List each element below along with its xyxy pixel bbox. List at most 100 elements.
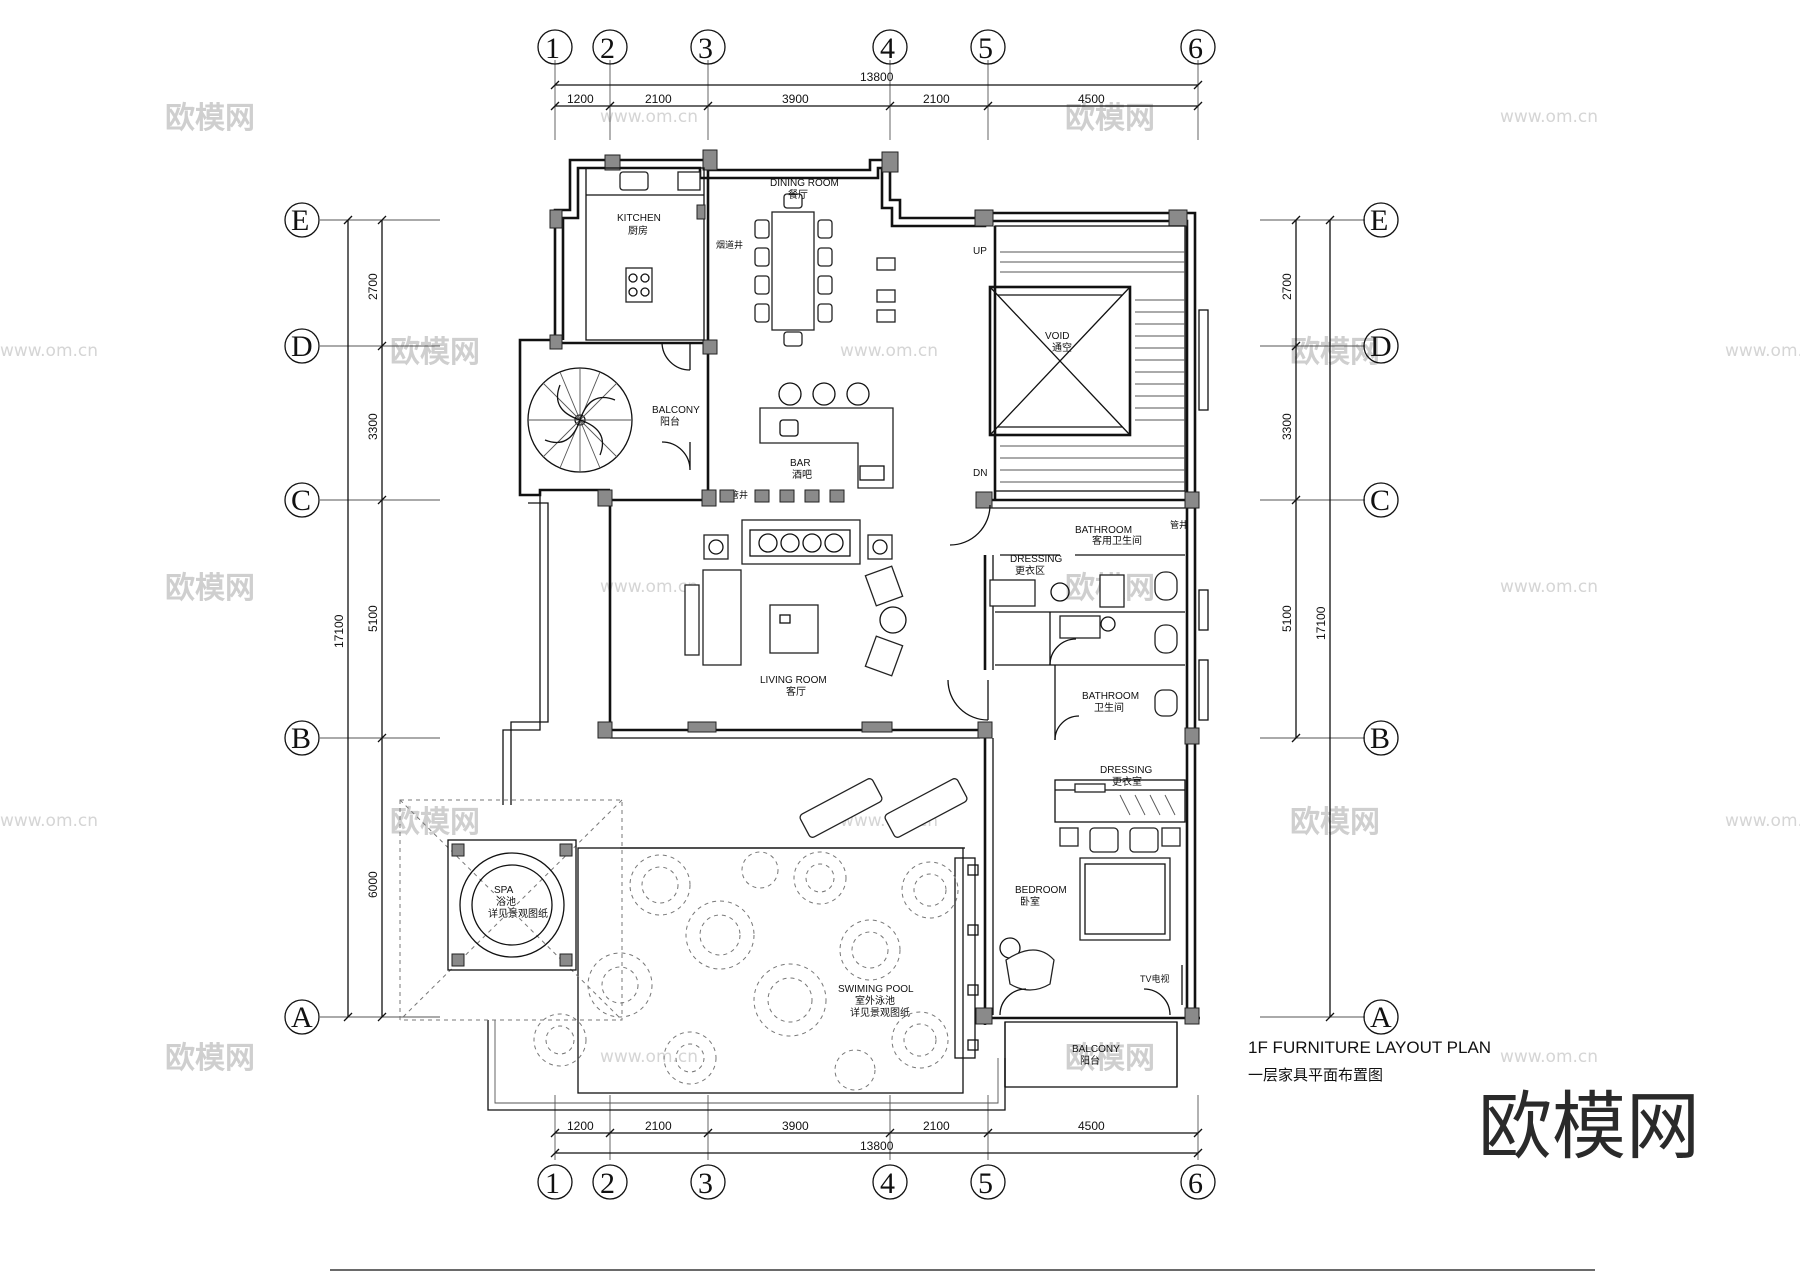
room-label-living: LIVING ROOM xyxy=(760,675,827,686)
room-label-living-zh: 客厅 xyxy=(786,685,806,698)
watermark-text: 欧模网 xyxy=(390,335,480,370)
room-label-balcony-west-zh: 阳台 xyxy=(660,415,680,428)
room-label-bathroom-public: BATHROOM xyxy=(1075,525,1132,536)
grid-label-row-D: D xyxy=(291,330,313,363)
grid-label-row-D: D xyxy=(1370,330,1392,363)
dimension-right: 2700 3300 5100 17100 xyxy=(1280,215,1335,1022)
dim-row-3: 5100 xyxy=(366,605,380,632)
watermark-url: www.om.cn xyxy=(840,341,938,361)
grid-label-col-5: 5 xyxy=(978,32,993,65)
room-label-bathroom-public-zh: 客用卫生间 xyxy=(1092,534,1142,547)
dim-row-total: 17100 xyxy=(332,614,346,648)
dining-room: DINING ROOM 餐厅 xyxy=(754,178,896,347)
pool-area: SWIMING POOL 室外泳池 详见景观图纸 SPA 浴池 详见景观图纸 xyxy=(399,799,1006,1111)
label-stair-down: DN xyxy=(973,468,987,479)
bar: BAR 酒吧 管井 xyxy=(719,382,894,503)
watermark-url: www.om.cn xyxy=(1725,341,1800,361)
room-label-dressing-area: DRESSING xyxy=(1010,554,1062,565)
dim-row-3: 5100 xyxy=(1280,605,1294,632)
watermark-url: www.om.cn xyxy=(1500,1047,1598,1067)
grid-label-col-3: 3 xyxy=(698,1167,713,1200)
grid-label-col-1: 1 xyxy=(545,32,560,65)
grid-label-col-4: 4 xyxy=(880,32,895,65)
dim-row-4: 6000 xyxy=(366,871,380,898)
room-label-void-zh: 通空 xyxy=(1052,341,1072,354)
room-label-balcony-south: BALCONY xyxy=(1072,1044,1120,1055)
watermark-text: 欧模网 xyxy=(1290,335,1380,370)
grid-label-row-C: C xyxy=(1370,484,1390,517)
dim-column-3: 3900 xyxy=(782,92,809,106)
room-label-kitchen-zh: 厨房 xyxy=(628,224,648,237)
room-label-dressing-room-zh: 更衣室 xyxy=(1112,775,1142,788)
grid-label-row-E: E xyxy=(291,204,309,237)
grid-bubbles-top: 1 2 3 4 5 6 xyxy=(537,29,1216,65)
watermark-url: www.om.cn xyxy=(0,811,98,831)
dimension-left: 2700 3300 5100 6000 17100 xyxy=(332,215,387,1022)
watermark-url: www.om.cn xyxy=(600,1047,698,1067)
grid-label-col-5: 5 xyxy=(978,1167,993,1200)
grid-label-row-A: A xyxy=(291,1001,313,1034)
watermark-text: 欧模网 xyxy=(1290,805,1380,840)
dimension-top: 1200 2100 3900 2100 4500 13800 xyxy=(550,70,1203,111)
balcony-west: BALCONY 阳台 xyxy=(527,341,700,473)
watermark-url: www.om.cn xyxy=(1500,107,1598,127)
dim-column-5: 4500 xyxy=(1078,1119,1105,1133)
grid-label-row-A: A xyxy=(1370,1001,1392,1034)
title-block: 1F FURNITURE LAYOUT PLAN 一层家具平面布置图 欧模网 xyxy=(330,1038,1700,1271)
room-label-spa: SPA xyxy=(494,885,514,896)
bath-dressing-block: BATHROOM 客用卫生间 DRESSING 更衣区 管井 BATHROOM … xyxy=(989,519,1188,823)
room-label-bedroom: BEDROOM xyxy=(1015,885,1067,896)
watermark-url: www.om.cn xyxy=(1725,811,1800,831)
watermark-url: www.om.cn xyxy=(0,341,98,361)
dim-column-3: 3900 xyxy=(782,1119,809,1133)
dim-row-1: 2700 xyxy=(1280,273,1294,300)
grid-label-col-1: 1 xyxy=(545,1167,560,1200)
grid-bubbles-left: E D C B A xyxy=(284,202,320,1035)
watermark-logo: 欧模网 xyxy=(1478,1084,1700,1170)
watermark-text: 欧模网 xyxy=(165,571,255,606)
room-label-balcony-south-zh: 阳台 xyxy=(1080,1054,1100,1067)
watermark-text: 欧模网 xyxy=(1065,1041,1155,1076)
room-label-bathroom-zh: 卫生间 xyxy=(1094,701,1124,714)
grid-label-row-E: E xyxy=(1370,204,1388,237)
dim-column-total: 13800 xyxy=(860,70,894,84)
room-label-bathroom: BATHROOM xyxy=(1082,691,1139,702)
room-label-pool-zh: 室外泳池 xyxy=(855,994,895,1007)
grid-label-col-3: 3 xyxy=(698,32,713,65)
room-label-balcony-west: BALCONY xyxy=(652,405,700,416)
label-stair-up: UP xyxy=(973,246,987,257)
grid-label-col-4: 4 xyxy=(880,1167,895,1200)
room-label-dining-zh: 餐厅 xyxy=(788,188,808,201)
room-label-kitchen: KITCHEN xyxy=(617,213,661,224)
grid-bubbles-right: E D C B A xyxy=(1363,202,1399,1035)
label-tv: TV电视 xyxy=(1140,973,1170,984)
dim-column-2: 2100 xyxy=(645,92,672,106)
grid-label-row-C: C xyxy=(291,484,311,517)
dim-column-4: 2100 xyxy=(923,92,950,106)
living-room: LIVING ROOM 客厅 xyxy=(684,504,991,721)
room-label-pool-note: 详见景观图纸 xyxy=(850,1006,910,1019)
dim-column-5: 4500 xyxy=(1078,92,1105,106)
stair-and-void: VOID 通空 UP DN xyxy=(973,225,1186,492)
room-label-dressing-area-zh: 更衣区 xyxy=(1015,564,1045,577)
watermark-url: www.om.cn xyxy=(1500,577,1598,597)
bedroom: BEDROOM 卧室 TV电视 xyxy=(999,827,1183,1016)
grid-label-row-B: B xyxy=(291,722,311,755)
label-shaft-bar: 管井 xyxy=(730,489,748,500)
label-shaft-bath: 管井 xyxy=(1170,519,1188,530)
structural-columns xyxy=(549,149,1200,1025)
room-label-spa-note: 详见景观图纸 xyxy=(488,907,548,920)
balcony-south: BALCONY 阳台 xyxy=(1004,1021,1178,1088)
dim-row-2: 3300 xyxy=(366,413,380,440)
dim-row-total: 17100 xyxy=(1314,606,1328,640)
grid-label-col-6: 6 xyxy=(1188,1167,1203,1200)
room-label-void: VOID xyxy=(1045,331,1069,342)
watermark-text: 欧模网 xyxy=(165,1041,255,1076)
label-shaft-kitchen: 烟道井 xyxy=(716,239,743,250)
watermark-text: 欧模网 xyxy=(1065,101,1155,136)
grid-label-row-B: B xyxy=(1370,722,1390,755)
dim-row-1: 2700 xyxy=(366,273,380,300)
room-label-dressing-room: DRESSING xyxy=(1100,765,1152,776)
dim-column-total: 13800 xyxy=(860,1139,894,1153)
room-label-dining: DINING ROOM xyxy=(770,178,839,189)
